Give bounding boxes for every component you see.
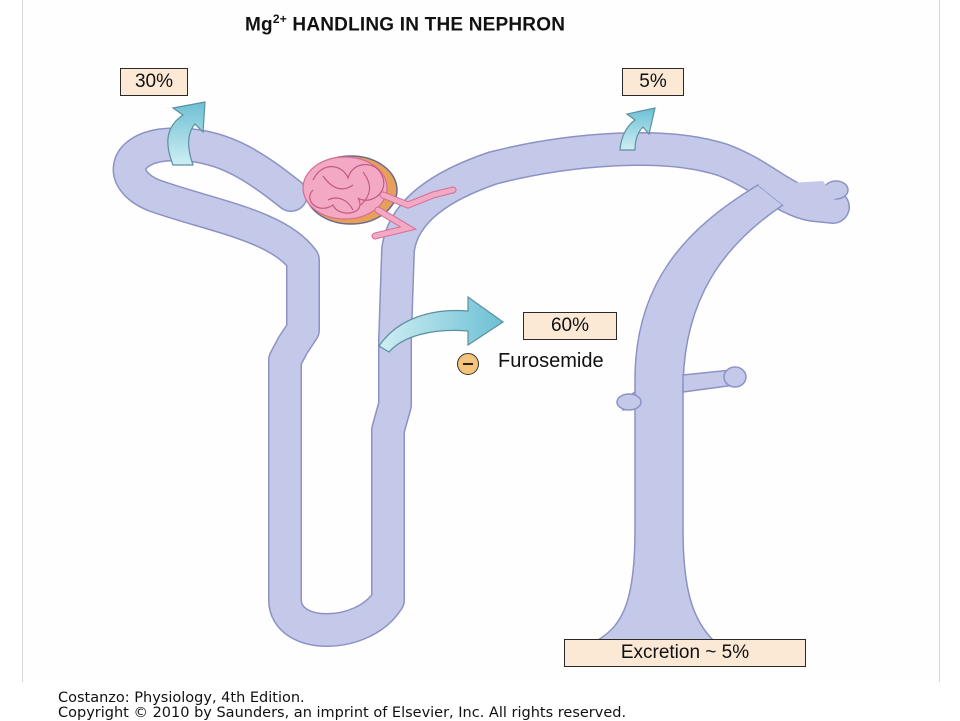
collecting-duct bbox=[595, 180, 849, 641]
distal-reabsorption-arrow bbox=[619, 107, 656, 151]
duct-branch-right bbox=[723, 366, 747, 388]
proximal-reabsorption-arrow bbox=[167, 101, 206, 166]
duct-branch-left bbox=[616, 393, 642, 411]
excretion-label: Excretion ~ 5% bbox=[564, 639, 806, 667]
proximal-tubule bbox=[112, 127, 850, 647]
caption-source: Costanzo: Physiology, 4th Edition. bbox=[58, 690, 305, 706]
loop-percent-label: 60% bbox=[523, 312, 617, 340]
title-text: HANDLING IN THE NEPHRON bbox=[286, 14, 566, 36]
glomerulus bbox=[302, 155, 457, 240]
title-ion: Mg bbox=[245, 14, 273, 36]
title-charge: 2+ bbox=[272, 12, 287, 26]
nephron-figure: Mg2+ HANDLING IN THE NEPHRON 30% 5% 60% … bbox=[22, 0, 940, 682]
inhibitor-icon bbox=[457, 353, 479, 375]
distal-percent-label: 5% bbox=[622, 68, 684, 96]
drug-label: Furosemide bbox=[498, 350, 604, 372]
thick-ascending-limb-reabsorption-arrow bbox=[378, 295, 505, 353]
caption-copyright: Copyright © 2010 by Saunders, an imprint… bbox=[58, 705, 627, 721]
nephron-diagram bbox=[112, 101, 850, 647]
proximal-percent-label: 30% bbox=[120, 68, 188, 96]
figure-title: Mg2+ HANDLING IN THE NEPHRON bbox=[245, 12, 785, 36]
